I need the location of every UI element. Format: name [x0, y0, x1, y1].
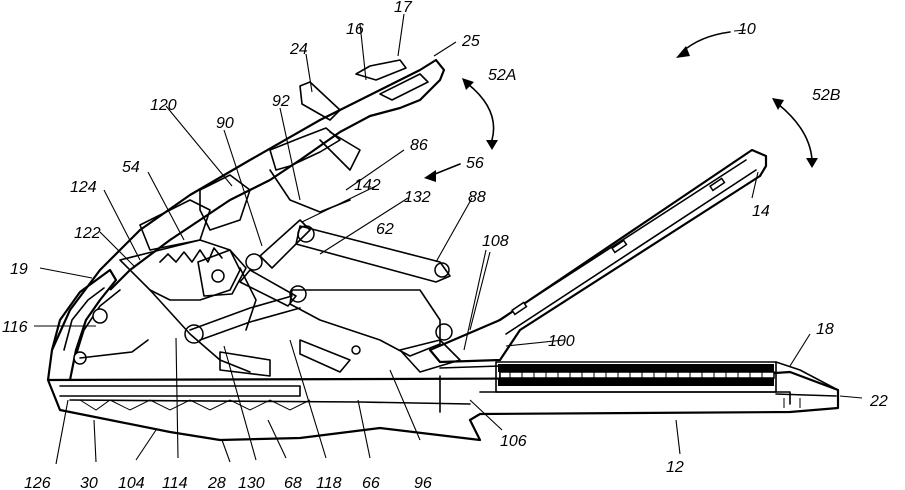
staple-cartridge	[496, 362, 838, 392]
label-122: 122	[74, 225, 101, 242]
label-56: 56	[466, 155, 484, 172]
label-62: 62	[376, 221, 394, 238]
label-96: 96	[414, 475, 432, 490]
label-14: 14	[752, 203, 770, 220]
label-66: 66	[362, 475, 380, 490]
label-54: 54	[122, 159, 140, 176]
label-30: 30	[80, 475, 98, 490]
label-28: 28	[207, 475, 226, 490]
label-90: 90	[216, 115, 234, 132]
label-52A: 52A	[488, 67, 516, 84]
label-92: 92	[272, 93, 290, 110]
label-118: 118	[316, 475, 342, 490]
label-24: 24	[289, 41, 308, 58]
label-19: 19	[10, 261, 28, 278]
label-16: 16	[346, 21, 364, 38]
label-104: 104	[118, 475, 145, 490]
rear-housing	[52, 270, 148, 380]
label-88: 88	[468, 189, 486, 206]
label-68: 68	[284, 475, 302, 490]
label-106: 106	[500, 433, 527, 450]
label-22: 22	[869, 393, 888, 410]
label-124: 124	[70, 179, 97, 196]
label-108: 108	[482, 233, 509, 250]
label-10: 10	[738, 21, 756, 38]
label-132: 132	[404, 189, 431, 206]
label-12: 12	[666, 459, 684, 476]
label-52B: 52B	[812, 87, 841, 104]
upper-handle	[48, 60, 444, 380]
label-100: 100	[548, 333, 575, 350]
label-142: 142	[354, 177, 381, 194]
label-116: 116	[2, 319, 28, 336]
label-25: 25	[461, 33, 480, 50]
label-114: 114	[162, 475, 188, 490]
label-130: 130	[238, 475, 265, 490]
label-18: 18	[816, 321, 834, 338]
anvil-arm	[430, 150, 766, 362]
label-17: 17	[394, 0, 413, 16]
label-120: 120	[150, 97, 177, 114]
label-126: 126	[24, 475, 51, 490]
label-86: 86	[410, 137, 428, 154]
